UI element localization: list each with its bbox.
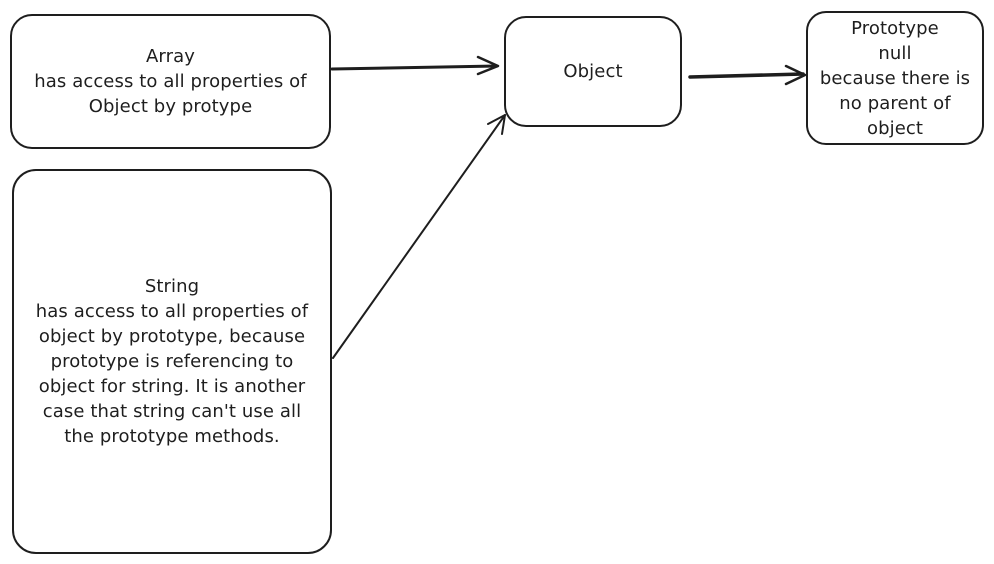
node-array-label: Array has access to all properties of Ob… [34, 46, 307, 117]
edge-string-to-object-line [332, 114, 506, 359]
node-object-label: Object [563, 61, 623, 82]
node-prototype[interactable]: Prototype null because there is no paren… [806, 11, 984, 145]
node-array[interactable]: Array has access to all properties of Ob… [10, 14, 331, 149]
edge-string-to-object [332, 114, 506, 359]
edge-object-to-prototype-line [688, 72, 805, 79]
node-string[interactable]: String has access to all properties of o… [12, 169, 332, 554]
node-object[interactable]: Object [504, 16, 682, 127]
edge-array-to-object-arrowhead [476, 55, 500, 76]
edge-array-to-object [330, 55, 500, 76]
edge-array-to-object-line [330, 64, 499, 71]
edge-object-to-prototype-arrowhead [784, 64, 807, 86]
node-string-label: String has access to all properties of o… [35, 276, 309, 447]
node-prototype-label: Prototype null because there is no paren… [819, 17, 971, 139]
edge-string-to-object-arrowhead [487, 114, 506, 135]
edge-object-to-prototype [688, 64, 807, 86]
